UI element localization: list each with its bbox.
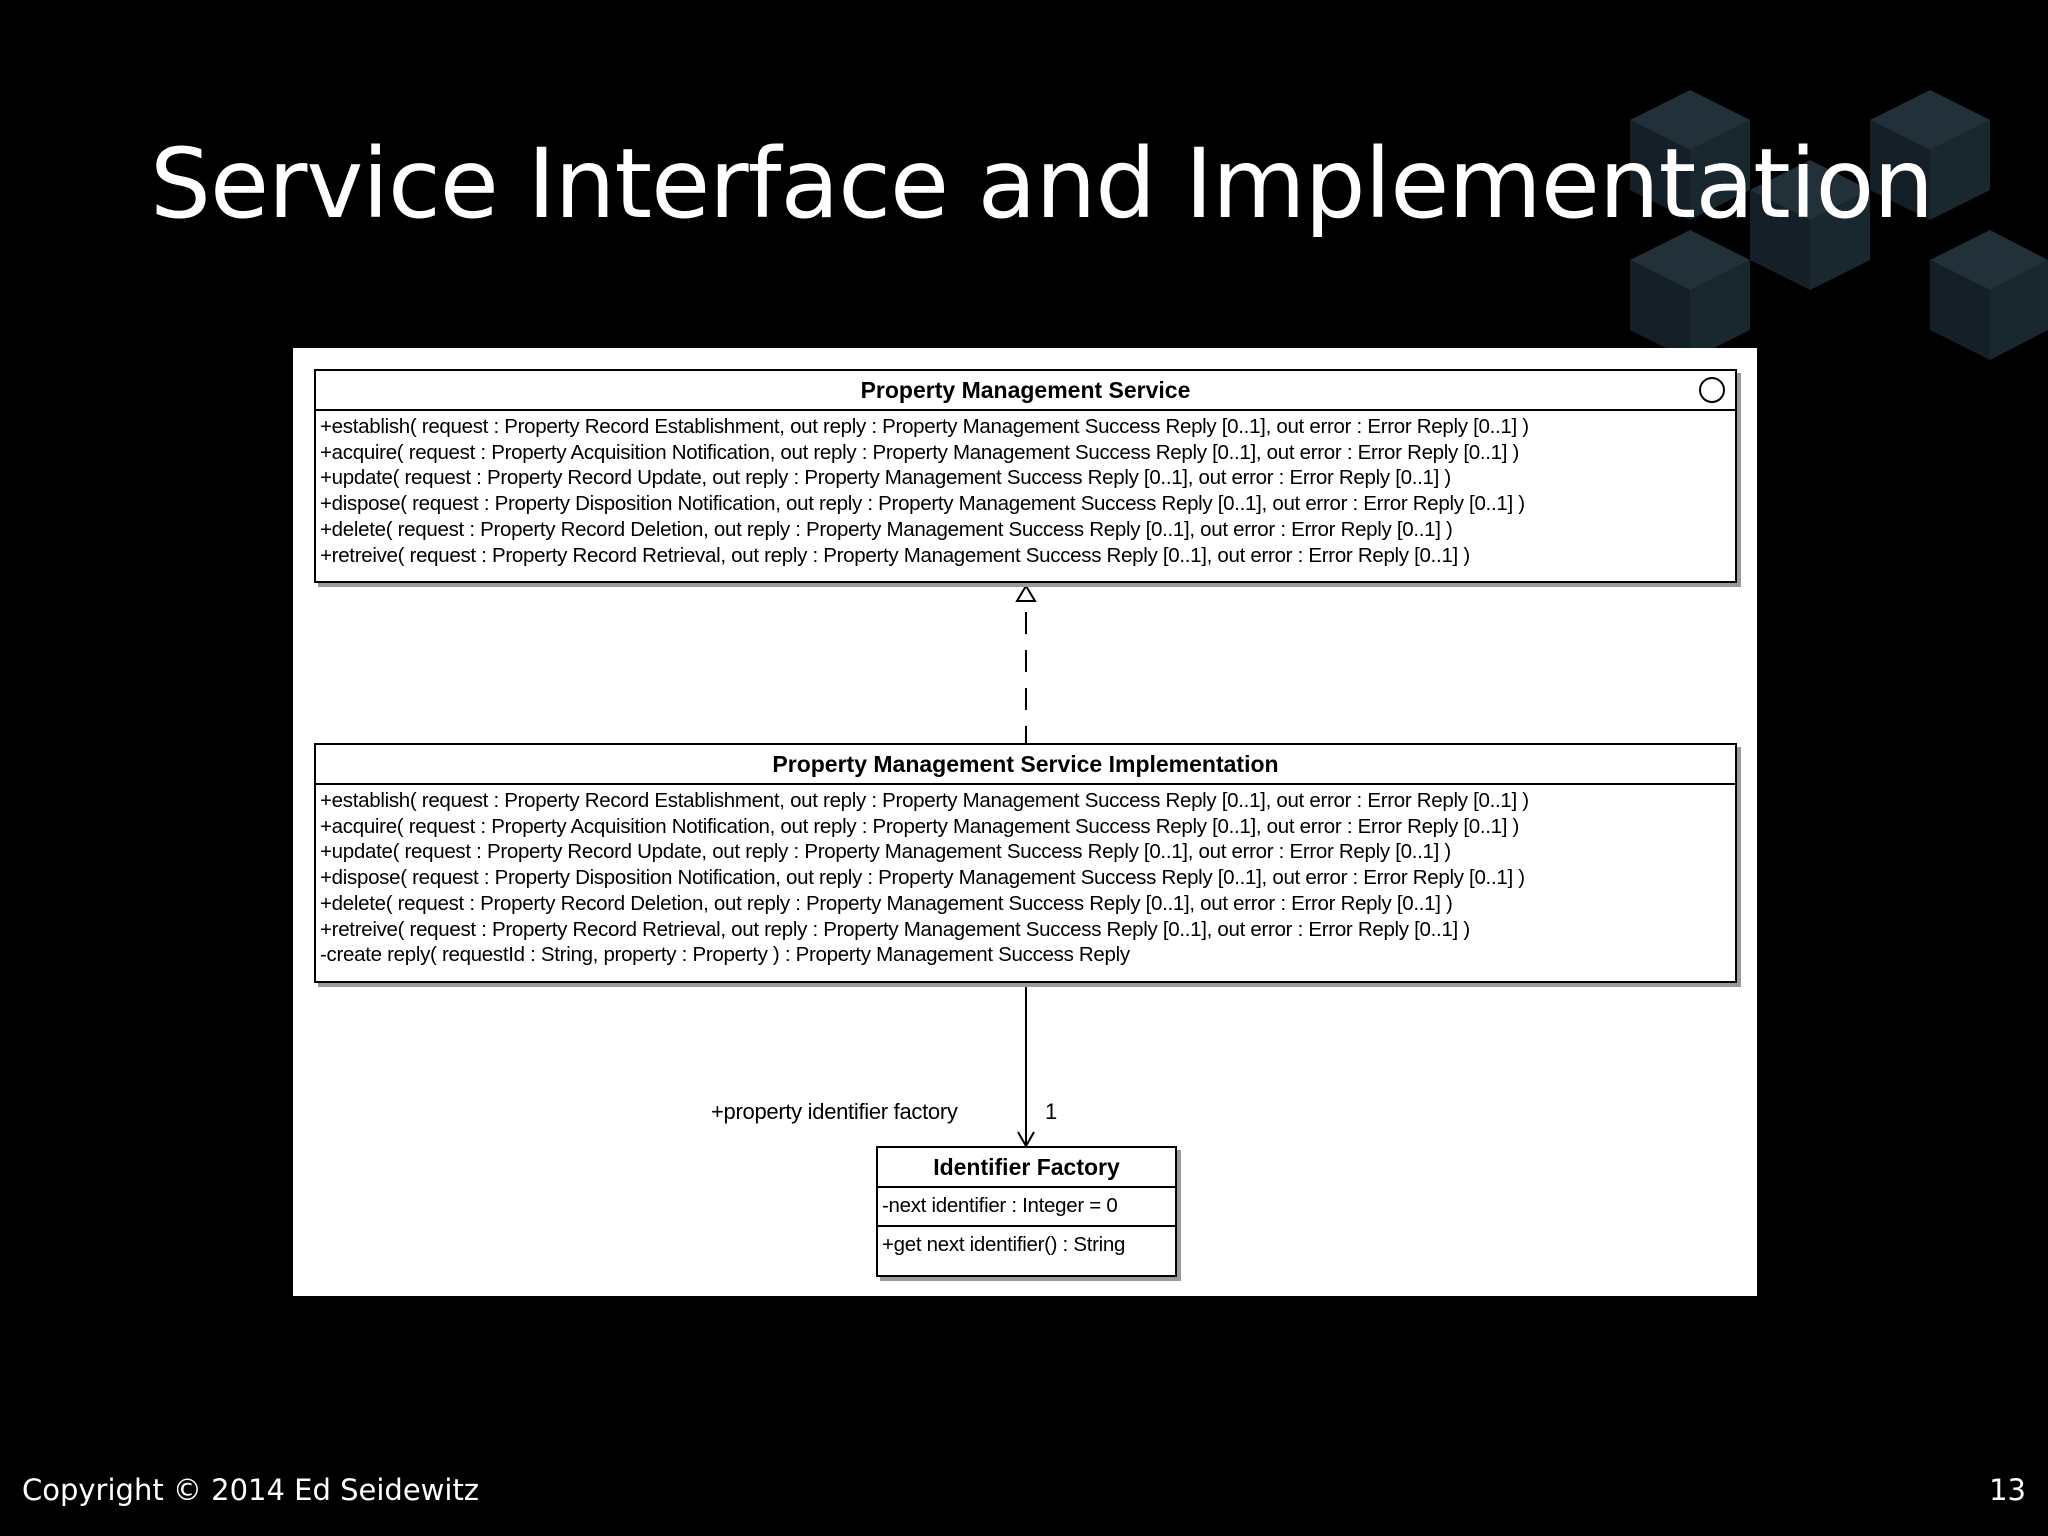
operation-get-next-identifier: +get next identifier() : String (882, 1232, 1126, 1256)
operation-acquire: +acquire( request : Property Acquisition… (320, 814, 1520, 838)
operation-establish: +establish( request : Property Record Es… (320, 415, 1529, 438)
class-header: Property Management Service Implementati… (316, 745, 1735, 783)
class-operations: +get next identifier() : String (878, 1224, 1175, 1264)
uml-class-diagram: Property Management Service +establish( … (293, 348, 1757, 1296)
interface-header: Property Management Service (316, 371, 1735, 409)
association-connector (1017, 982, 1035, 1149)
class-property-management-service-implementation[interactable]: Property Management Service Implementati… (314, 743, 1737, 983)
operation-dispose: +dispose( request : Property Disposition… (320, 492, 1525, 516)
class-header: Identifier Factory (878, 1148, 1175, 1186)
interface-circle-icon (1699, 377, 1725, 403)
class-operations: +establish( request : Property Record Es… (316, 783, 1735, 972)
class-identifier-factory[interactable]: Identifier Factory -next identifier : In… (876, 1146, 1177, 1277)
operation-update: +update( request : Property Record Updat… (320, 840, 1451, 864)
footer-copyright: Copyright © 2014 Ed Seidewitz (22, 1473, 480, 1507)
page-number: 13 (1989, 1473, 2026, 1507)
class-name: Identifier Factory (933, 1154, 1120, 1180)
operation-retreive: +retreive( request : Property Record Ret… (320, 543, 1470, 567)
operation-acquire: +acquire( request : Property Acquisition… (320, 440, 1520, 464)
interface-name: Property Management Service (860, 377, 1191, 403)
association-multiplicity: 1 (1045, 1099, 1057, 1124)
attribute-next-identifier: -next identifier : Integer = 0 (882, 1194, 1118, 1217)
operation-dispose: +dispose( request : Property Disposition… (320, 866, 1525, 890)
interface-operations: +establish( request : Property Record Es… (316, 409, 1735, 572)
operation-delete: +delete( request : Property Record Delet… (320, 891, 1453, 915)
slide-title: Service Interface and Implementation (150, 128, 1934, 240)
association-role-name: +property identifier factory (711, 1099, 958, 1124)
interface-property-management-service[interactable]: Property Management Service +establish( … (314, 369, 1737, 583)
operation-delete: +delete( request : Property Record Delet… (320, 517, 1453, 541)
decorative-cube-pattern (1630, 90, 2048, 360)
class-attributes: -next identifier : Integer = 0 (878, 1186, 1175, 1225)
realization-arrowhead-icon (1015, 584, 1037, 602)
operation-update: +update( request : Property Record Updat… (320, 466, 1451, 490)
operation-establish: +establish( request : Property Record Es… (320, 789, 1529, 812)
navigability-arrowhead-icon (1017, 1131, 1035, 1149)
class-name: Property Management Service Implementati… (772, 751, 1279, 777)
realization-connector (1015, 582, 1037, 748)
operation-create-reply: -create reply( requestId : String, prope… (320, 943, 1130, 967)
operation-retreive: +retreive( request : Property Record Ret… (320, 917, 1470, 941)
